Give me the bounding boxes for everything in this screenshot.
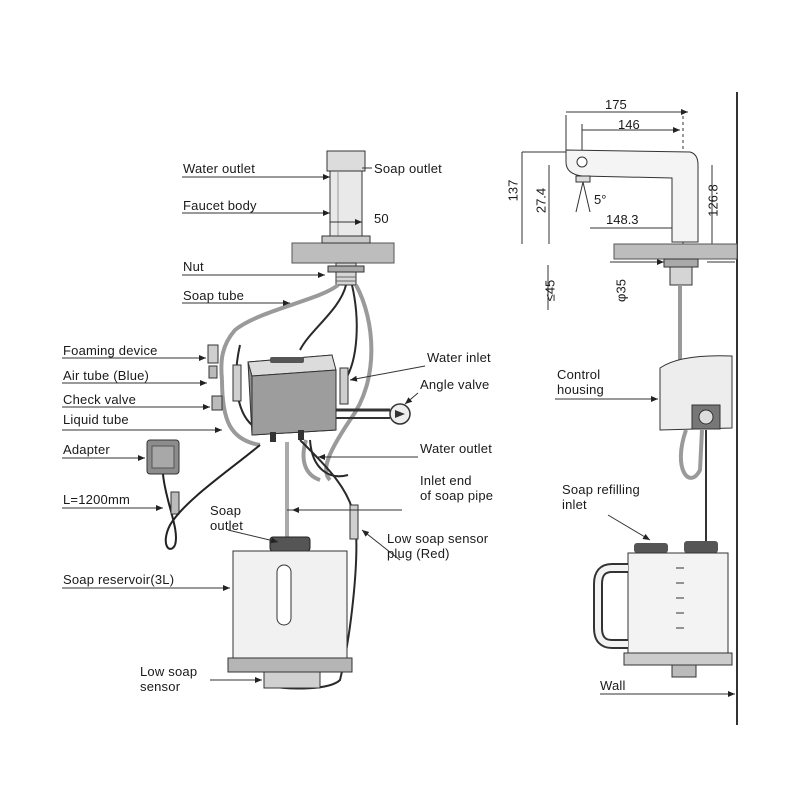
label-air-tube: Air tube (Blue)	[63, 368, 150, 383]
dim-27-4: 27.4	[533, 187, 549, 214]
label-low-soap-sensor-2: sensor	[140, 679, 181, 694]
label-refill-2: inlet	[562, 497, 587, 512]
label-soap-reservoir: Soap reservoir(3L)	[63, 572, 175, 587]
soap-reservoir-icon	[227, 536, 353, 689]
label-control-2: housing	[557, 382, 604, 397]
label-refill-1: Soap refilling	[562, 482, 640, 497]
label-foaming-device: Foaming device	[63, 343, 158, 358]
label-soap-outlet-2: outlet	[210, 518, 244, 533]
label-low-soap-plug-2: plug (Red)	[387, 546, 450, 561]
angle-valve-icon	[389, 403, 411, 425]
label-check-valve: Check valve	[63, 392, 137, 407]
dim-126-8: 126.8	[705, 184, 721, 217]
label-water-inlet: Water inlet	[427, 350, 491, 365]
label-cable-length: L=1200mm	[63, 492, 130, 507]
label-soap-outlet-top: Soap outlet	[374, 161, 442, 176]
label-nut: Nut	[183, 259, 204, 274]
faucet-side-icon	[565, 149, 699, 243]
label-low-soap-sensor-1: Low soap	[140, 664, 198, 679]
dim-phi35: φ35	[613, 279, 629, 302]
label-water-outlet-lower: Water outlet	[420, 441, 493, 456]
label-inlet-end-2: of soap pipe	[420, 488, 494, 503]
angle-5: 5°	[594, 192, 607, 207]
label-water-outlet: Water outlet	[183, 161, 256, 176]
label-dim-50: 50	[374, 211, 389, 226]
power-adapter-icon	[146, 439, 180, 475]
label-soap-tube: Soap tube	[183, 288, 245, 303]
label-control-1: Control	[557, 367, 601, 382]
countertop	[291, 242, 395, 264]
label-liquid-tube: Liquid tube	[63, 412, 129, 427]
label-inlet-end-1: Inlet end	[420, 473, 472, 488]
label-adapter: Adapter	[63, 442, 110, 457]
dim-148-3: 148.3	[606, 212, 639, 227]
faucet-icon	[321, 150, 371, 286]
dim-146: 146	[618, 117, 640, 132]
label-angle-valve: Angle valve	[420, 377, 490, 392]
label-wall: Wall	[600, 678, 626, 693]
reservoir-side-icon	[593, 541, 733, 678]
dim-le45: ≤45	[542, 279, 558, 302]
label-soap-outlet-1: Soap	[210, 503, 242, 518]
dim-137: 137	[505, 179, 521, 202]
control-box-icon	[247, 354, 337, 442]
dim-175: 175	[605, 97, 627, 112]
label-low-soap-plug-1: Low soap sensor	[387, 531, 489, 546]
label-faucet-body: Faucet body	[183, 198, 257, 213]
